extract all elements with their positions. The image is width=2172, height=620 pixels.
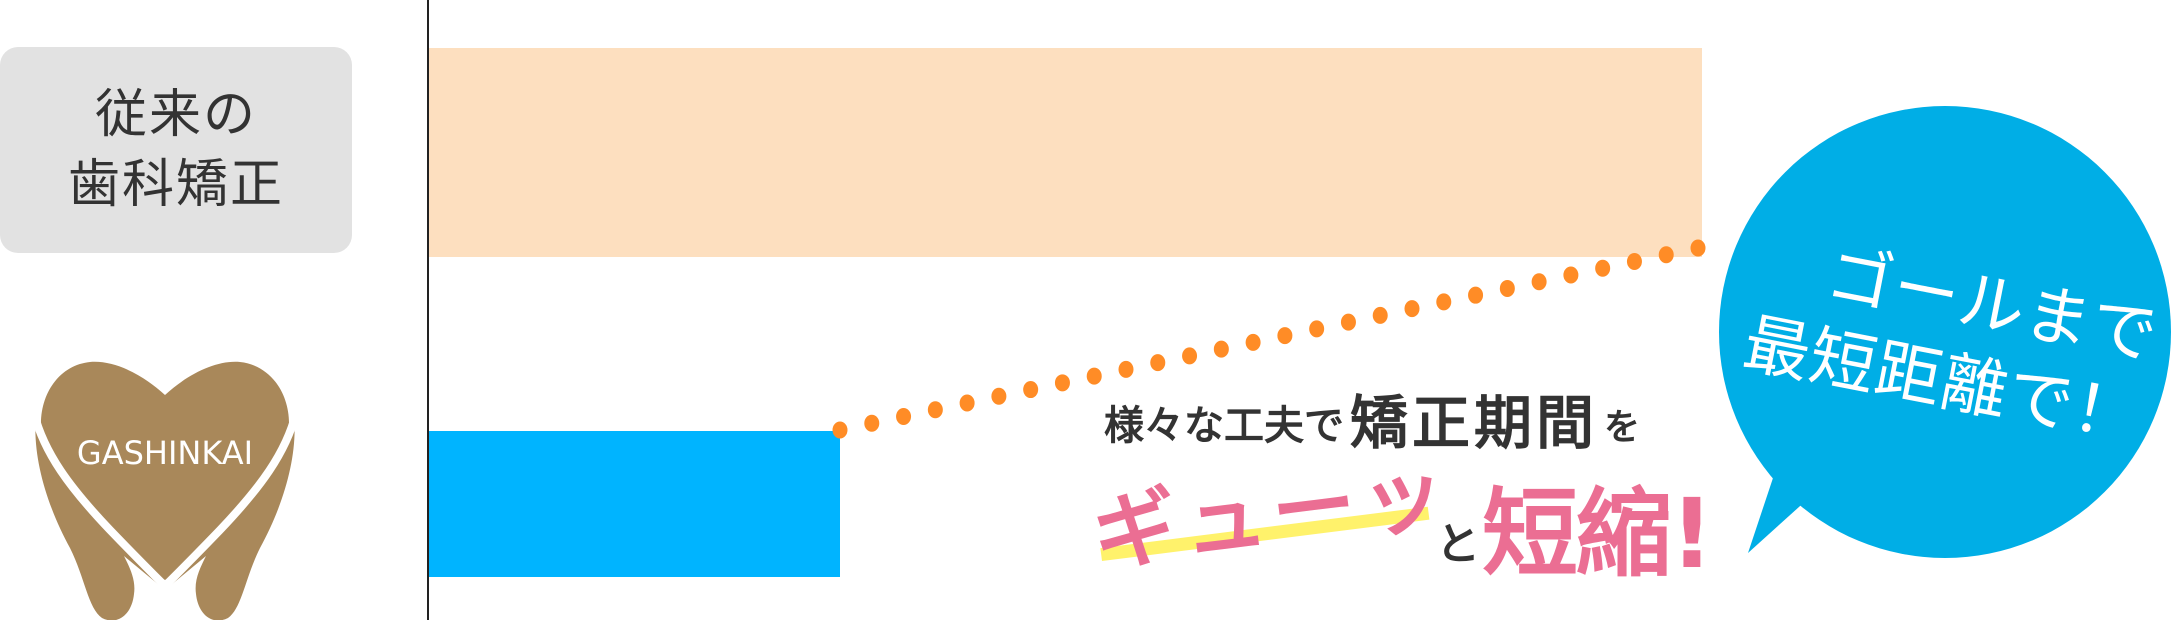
chart-axis-line [427, 0, 429, 620]
headline-result: 短縮! [1482, 478, 1714, 590]
speech-bubble [1719, 106, 2171, 558]
logo-text: GASHINKAI [77, 434, 253, 472]
headline-prefix: 様々な工夫で [1104, 403, 1344, 449]
headline-emphasis: 矯正期間 [1350, 389, 1599, 457]
label-line-1: 従来の [94, 85, 257, 145]
gashinkai-tooth-logo-icon: GASHINKAI [30, 361, 300, 620]
headline-line-1: 様々な工夫で 矯正期間 を [1104, 386, 1640, 456]
conventional-orthodontics-label: 従来の 歯科矯正 [0, 47, 352, 253]
headline-connector: と [1436, 519, 1480, 570]
headline-suffix: を [1604, 407, 1641, 448]
conventional-period-bar [429, 48, 1702, 257]
gashinkai-period-bar [429, 431, 840, 577]
label-line-2: 歯科矯正 [67, 155, 284, 215]
